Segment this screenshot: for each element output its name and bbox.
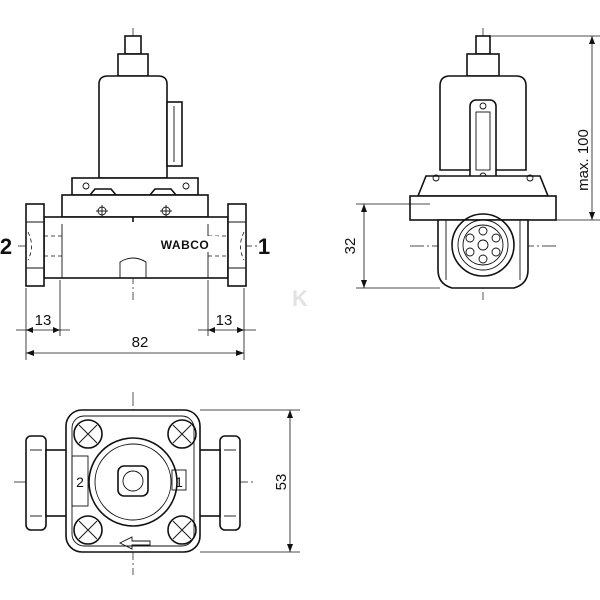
front-view: WABCO 2 1 13 13 82 [0,28,270,360]
side-view: 32 max. 100 [342,28,600,300]
dim-top-depth: 53 [273,474,290,491]
top-port-mark-1: 1 [175,474,183,490]
dim-left-port-offset: 13 [35,312,52,329]
dim-body-height: 32 [342,238,359,255]
port-label-right: 1 [258,234,270,259]
dim-right-port-offset: 13 [216,312,233,329]
dim-overall-length: 82 [132,334,149,351]
watermark-logo: K [292,286,308,311]
top-view: 2 1 53 [14,392,300,575]
port-label-left: 2 [0,234,12,259]
dim-max-height: max. 100 [575,129,592,191]
brand-label: WABCO [161,238,210,252]
top-port-mark-2: 2 [76,474,84,490]
flow-arrow-icon [118,536,151,550]
